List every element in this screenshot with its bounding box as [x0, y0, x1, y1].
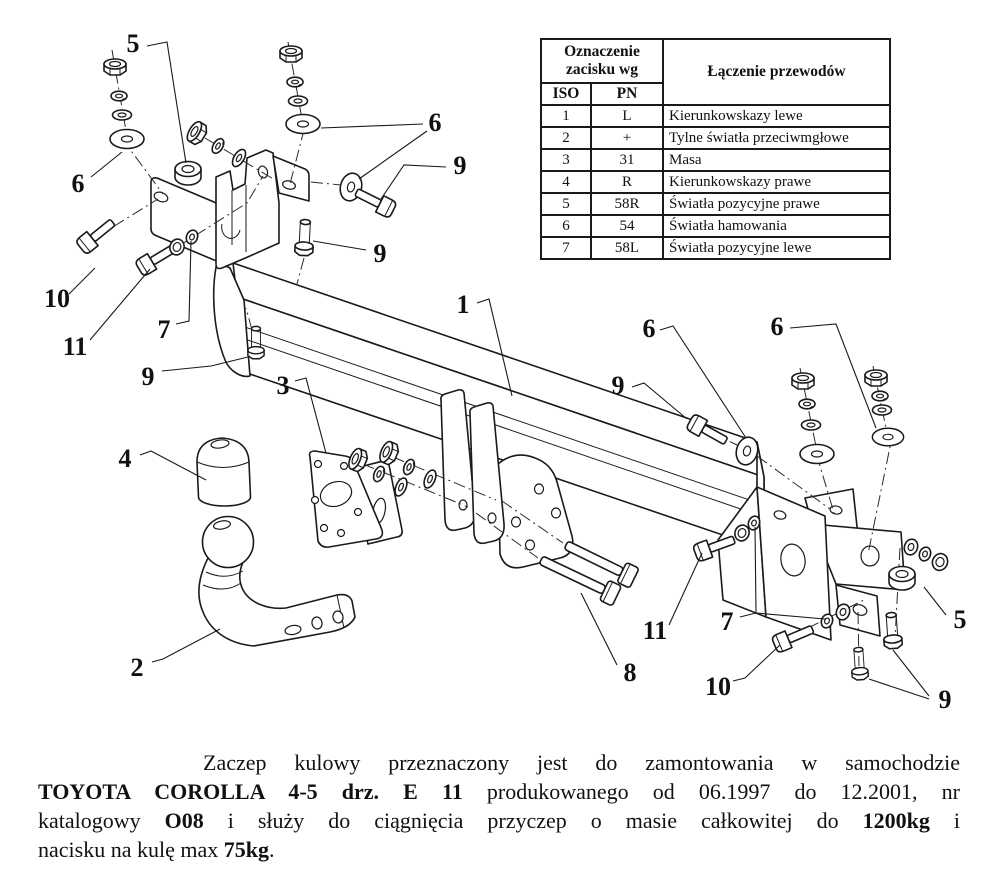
description-bold-text: O08 — [164, 808, 204, 833]
cell-iso: 7 — [540, 236, 592, 260]
nut-washer-pair-left — [169, 229, 199, 256]
description-line: nacisku na kulę max 75kg. — [38, 835, 960, 864]
description-line: Zaczep kulowy przeznaczony jest do zamon… — [38, 748, 960, 777]
callout-10: 10 — [705, 672, 731, 701]
description-text: katalogowy — [38, 808, 165, 833]
callout-6: 6 — [72, 169, 85, 198]
description-text: Zaczep kulowy przeznaczony jest do zamon… — [203, 750, 960, 775]
description-text: i — [929, 808, 960, 833]
callout-6: 6 — [429, 108, 442, 137]
cell-pn: 58L — [590, 236, 664, 260]
cell-iso: 4 — [540, 170, 592, 194]
callout-11: 11 — [643, 616, 668, 645]
cell-iso: 6 — [540, 214, 592, 238]
flat-washer — [735, 436, 759, 466]
callout-6: 6 — [771, 312, 784, 341]
cell-pn: 31 — [590, 148, 664, 172]
callout-leaders — [68, 41, 947, 700]
callout-9: 9 — [142, 362, 155, 391]
left-bracket — [150, 149, 310, 378]
callout-4: 4 — [119, 444, 132, 473]
cell-desc: Tylne światła przeciwmgłowe — [662, 126, 891, 150]
header-line2: zacisku wg — [566, 61, 638, 78]
table-header-pn: PN — [590, 82, 664, 106]
description-text: produkowanego od 06.1997 do 12.2001, nr — [462, 779, 960, 804]
header-line1: Oznaczenie — [564, 43, 640, 60]
fasteners — [74, 45, 949, 682]
callout-3: 3 — [277, 371, 290, 400]
table-header-terminal: Oznaczenie zacisku wg — [540, 38, 664, 84]
callout-5: 5 — [954, 605, 967, 634]
spring-washer-pair — [820, 603, 851, 629]
callout-11: 11 — [63, 332, 88, 361]
cell-pn: 58R — [590, 192, 664, 216]
ball-hook — [198, 515, 356, 647]
cell-pn: L — [590, 104, 664, 128]
cell-desc: Światła hamowania — [662, 214, 891, 238]
description-bold-text: 75kg — [223, 837, 269, 862]
mounting-plate — [308, 450, 403, 548]
cell-iso: 1 — [540, 104, 592, 128]
washer-spring-nut-row — [903, 538, 949, 572]
callout-8: 8 — [624, 658, 637, 687]
wiring-connections-table: Oznaczenie zacisku wg Łączenie przewodów… — [540, 38, 891, 260]
description-text: nacisku na kulę max — [38, 837, 224, 862]
right-bracket — [717, 486, 906, 641]
callout-9: 9 — [374, 239, 387, 268]
table-header-iso: ISO — [540, 82, 592, 106]
cell-desc: Masa — [662, 148, 891, 172]
description-text: i służy do ciągnięcia przyczep o masie c… — [203, 808, 863, 833]
long-bolt — [539, 556, 622, 606]
callout-1: 1 — [457, 290, 470, 319]
description-text: . — [268, 837, 275, 862]
table-row: 2+Tylne światła przeciwmgłowe — [540, 126, 891, 150]
product-description: Zaczep kulowy przeznaczony jest do zamon… — [38, 748, 960, 864]
ball-cover — [196, 437, 252, 507]
cell-iso: 2 — [540, 126, 592, 150]
cell-desc: Kierunkowskazy lewe — [662, 104, 891, 128]
callout-10: 10 — [44, 284, 70, 313]
callout-9: 9 — [612, 371, 625, 400]
callout-6: 6 — [643, 314, 656, 343]
cell-pn: R — [590, 170, 664, 194]
cell-pn: + — [590, 126, 664, 150]
callout-9: 9 — [939, 685, 952, 714]
cell-desc: Kierunkowskazy prawe — [662, 170, 891, 194]
cell-desc: Światła pozycyjne prawe — [662, 192, 891, 216]
callout-2: 2 — [131, 653, 144, 682]
cell-iso: 5 — [540, 192, 592, 216]
support-straps — [440, 389, 574, 569]
nut-washer-pair-right — [734, 515, 761, 542]
cell-iso: 3 — [540, 148, 592, 172]
description-bold-text: 1200kg — [862, 808, 930, 833]
description-line: katalogowy O08 i służy do ciągnięcia prz… — [38, 806, 960, 835]
cell-desc: Światła pozycyjne lewe — [662, 236, 891, 260]
table-header-connection: Łączenie przewodów — [662, 38, 891, 106]
long-bolt — [564, 541, 639, 588]
description-bold-text: TOYOTA COROLLA 4-5 drz. E 11 — [38, 779, 463, 804]
cell-pn: 54 — [590, 214, 664, 238]
callout-9: 9 — [454, 151, 467, 180]
callout-7: 7 — [721, 607, 734, 636]
callout-5: 5 — [127, 29, 140, 58]
description-line: TOYOTA COROLLA 4-5 drz. E 11 produkowane… — [38, 777, 960, 806]
callout-7: 7 — [158, 315, 171, 344]
